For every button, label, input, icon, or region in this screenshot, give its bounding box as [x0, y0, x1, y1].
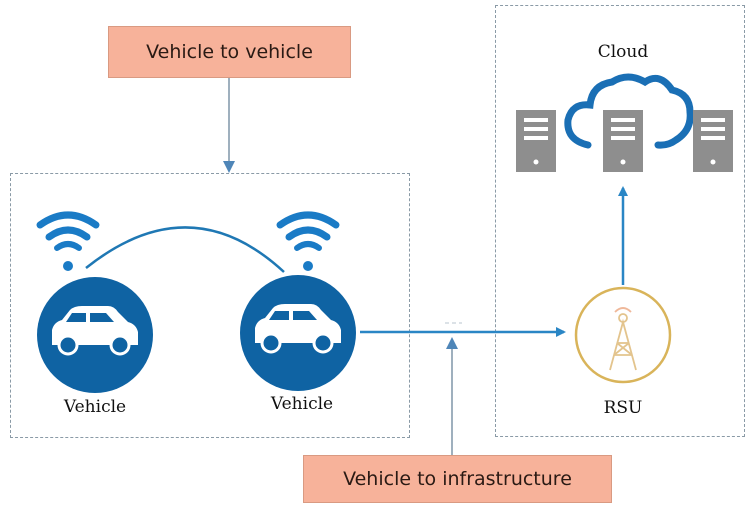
rsu-label: RSU	[603, 398, 643, 418]
v2v-link-arc	[85, 226, 285, 273]
vehicles-group-frame	[10, 173, 410, 438]
car-icon	[52, 306, 138, 356]
cloud-icon	[564, 73, 694, 149]
rsu-node	[574, 286, 672, 384]
vehicle-right-label: Vehicle	[270, 394, 334, 414]
cloud-node	[516, 73, 733, 172]
server-icon	[693, 110, 733, 172]
vehicle-right-node	[240, 211, 356, 391]
server-icon	[603, 110, 643, 172]
server-icon	[516, 110, 556, 172]
infrastructure-group-frame	[495, 5, 745, 437]
v2i-label-box: Vehicle to infrastructure	[303, 455, 612, 503]
antenna-tower-icon	[609, 307, 637, 371]
wifi-icon	[36, 211, 100, 271]
vehicle-left-label: Vehicle	[63, 397, 127, 417]
v2v-label-box: Vehicle to vehicle	[108, 26, 351, 78]
cloud-label: Cloud	[597, 42, 649, 62]
vehicle-left-node	[36, 211, 153, 393]
car-icon	[255, 304, 341, 354]
v2v-label-text: Vehicle to vehicle	[146, 41, 313, 63]
wifi-icon	[276, 211, 340, 271]
v2i-label-text: Vehicle to infrastructure	[343, 468, 572, 490]
rsu-circle	[574, 286, 672, 384]
